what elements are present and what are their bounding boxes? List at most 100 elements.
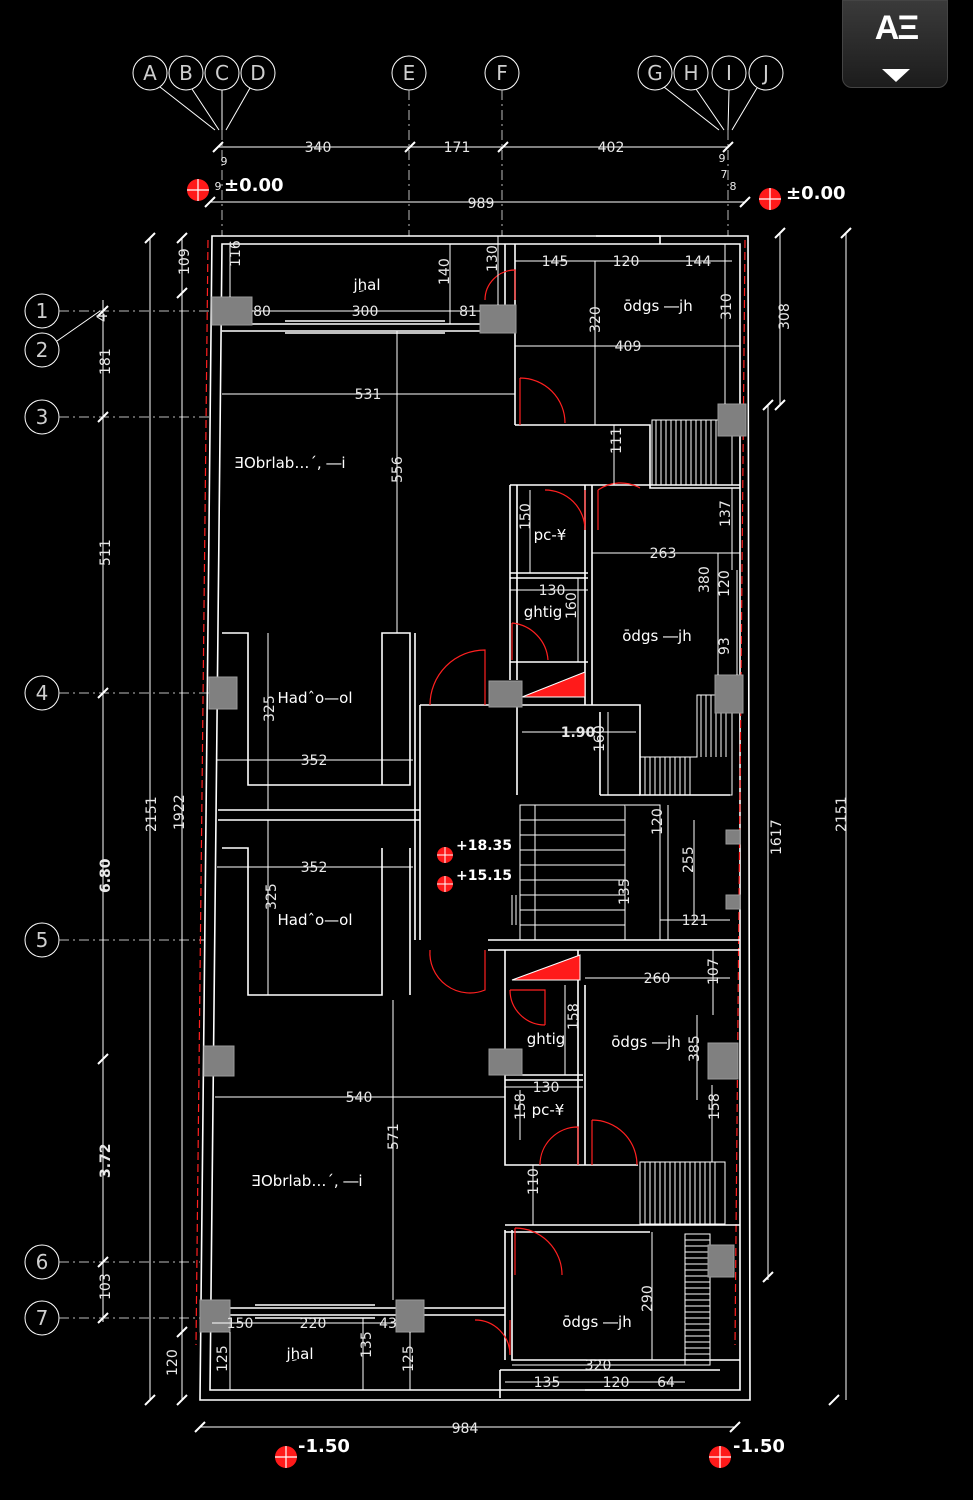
axis-label-f: F	[496, 61, 508, 85]
dim-93: 93	[717, 637, 733, 655]
dim-352b: 352	[301, 860, 328, 876]
door-hall-lower	[429, 949, 486, 994]
column-a4	[208, 676, 238, 710]
dim-left-511: 511	[98, 539, 114, 566]
stair-top-right	[651, 419, 733, 486]
shaft-lower	[511, 954, 581, 981]
stair-bottom-right	[639, 1161, 726, 1225]
dim-bottom-984: 984	[452, 1421, 479, 1437]
room-labels: jِhal ōdgs ―jh ƎObrlab…´, ―i pc-¥ ghtig …	[234, 276, 692, 1363]
column-axis-markers: A B C D E F G H I J	[132, 55, 784, 236]
dim-130c: 130	[533, 1080, 560, 1096]
dim-left-4: 4	[95, 313, 111, 322]
dim-121: 121	[682, 913, 709, 929]
dim-160b: 160	[592, 725, 608, 752]
dim-320a: 320	[588, 306, 604, 333]
dim-107: 107	[706, 958, 722, 985]
dim-260: 260	[644, 971, 671, 987]
dim-263: 263	[650, 546, 677, 562]
dim-111: 111	[609, 427, 625, 454]
door-wc-lower	[509, 989, 546, 1026]
outer-walls: 984	[194, 235, 751, 1437]
dim-137: 137	[718, 500, 734, 527]
dim-right-1617: 1617	[769, 819, 785, 855]
dim-135b: 135	[359, 1331, 375, 1358]
door-top-entry	[484, 269, 516, 301]
left-dimension-chain: 4 181 511 6.80 3.72 103 2151 109 1922 12…	[95, 232, 193, 1406]
axis-label-4: 4	[36, 681, 49, 705]
dim-255: 255	[681, 846, 697, 873]
dim-110: 110	[526, 1168, 542, 1195]
dim-158c: 158	[707, 1093, 723, 1120]
room-label-wc-upper: ghtig	[524, 603, 563, 621]
dim-190: 1.90	[561, 725, 596, 741]
door-hall-upper	[429, 649, 486, 706]
dim-290: 290	[640, 1285, 656, 1312]
dim-556: 556	[390, 456, 406, 483]
axis-label-g: G	[647, 61, 663, 85]
axis-label-b: B	[179, 61, 193, 85]
dim-571: 571	[386, 1123, 402, 1150]
right-dimension-chain: 308 1617 2151	[762, 227, 852, 1406]
dim-140: 140	[437, 258, 453, 285]
dim-125a: 125	[215, 1345, 231, 1372]
door-bedroom-lower	[591, 1119, 638, 1166]
axis-label-j: J	[761, 61, 769, 85]
column-j-mid-b	[725, 894, 741, 910]
door-bath-upper	[544, 489, 586, 531]
axis-label-6: 6	[36, 1250, 49, 1274]
room-label-hall-upper: Hadˆo—ol	[277, 689, 352, 707]
column-f1	[479, 304, 517, 334]
column-f4	[488, 680, 523, 708]
column-a7	[199, 1299, 231, 1333]
dim-125b: 125	[401, 1345, 417, 1372]
dim-409: 409	[615, 339, 642, 355]
level-symbol-stair-upper: +18.35	[437, 838, 512, 863]
door-bath-lower	[539, 1126, 579, 1166]
column-j-mid-a	[725, 829, 741, 845]
dim-320b: 320	[585, 1358, 612, 1374]
dim-135a: 135	[617, 878, 633, 905]
dim-116: 116	[228, 240, 244, 267]
column-a5	[203, 1045, 235, 1077]
column-f5	[488, 1048, 523, 1076]
dim-120b: 120	[717, 570, 733, 597]
room-label-top-left: jِhal	[352, 276, 380, 294]
dim-top-8: 8	[730, 180, 737, 193]
axis-label-2: 2	[36, 338, 49, 362]
dim-left-2151: 2151	[144, 796, 160, 832]
door-wc-upper	[511, 622, 549, 661]
level-stair-upper: +18.35	[456, 838, 512, 854]
level-bottom-right: -1.50	[733, 1436, 785, 1457]
shafts	[511, 671, 586, 981]
room-label-bed-lower-right: ōdgs ―jh	[611, 1033, 680, 1051]
dim-300: 300	[352, 304, 379, 320]
axis-label-i: I	[726, 61, 732, 85]
dim-150b: 150	[227, 1316, 254, 1332]
column-j3	[717, 403, 747, 437]
shaft-upper	[521, 671, 586, 698]
room-label-bath-lower: pc-¥	[532, 1101, 565, 1119]
stair-exterior-bottom	[684, 1233, 711, 1366]
axis-label-h: H	[683, 61, 698, 85]
dim-120d: 120	[603, 1375, 630, 1391]
dim-top-171: 171	[444, 140, 471, 156]
dim-64: 64	[657, 1375, 675, 1391]
column-j4	[714, 674, 744, 714]
room-label-living-upper: ƎObrlab…´, ―i	[234, 454, 345, 472]
dropdown-arrow-icon	[882, 69, 910, 82]
axis-label-e: E	[403, 61, 416, 85]
dim-220: 220	[300, 1316, 327, 1332]
dim-left-109: 109	[177, 248, 193, 275]
dim-top-9a: 9	[221, 155, 228, 168]
room-label-top-right: ōdgs ―jh	[623, 297, 692, 315]
level-bottom-left: -1.50	[298, 1436, 350, 1457]
text-style-dropdown-button[interactable]: AΞ	[842, 0, 948, 88]
dim-385: 385	[687, 1035, 703, 1062]
axis-label-7: 7	[36, 1306, 49, 1330]
axis-label-3: 3	[36, 405, 49, 429]
dim-158b: 158	[513, 1093, 529, 1120]
door-bedroom-top	[519, 377, 566, 425]
column-j5	[707, 1042, 739, 1080]
column-j6	[707, 1244, 735, 1278]
